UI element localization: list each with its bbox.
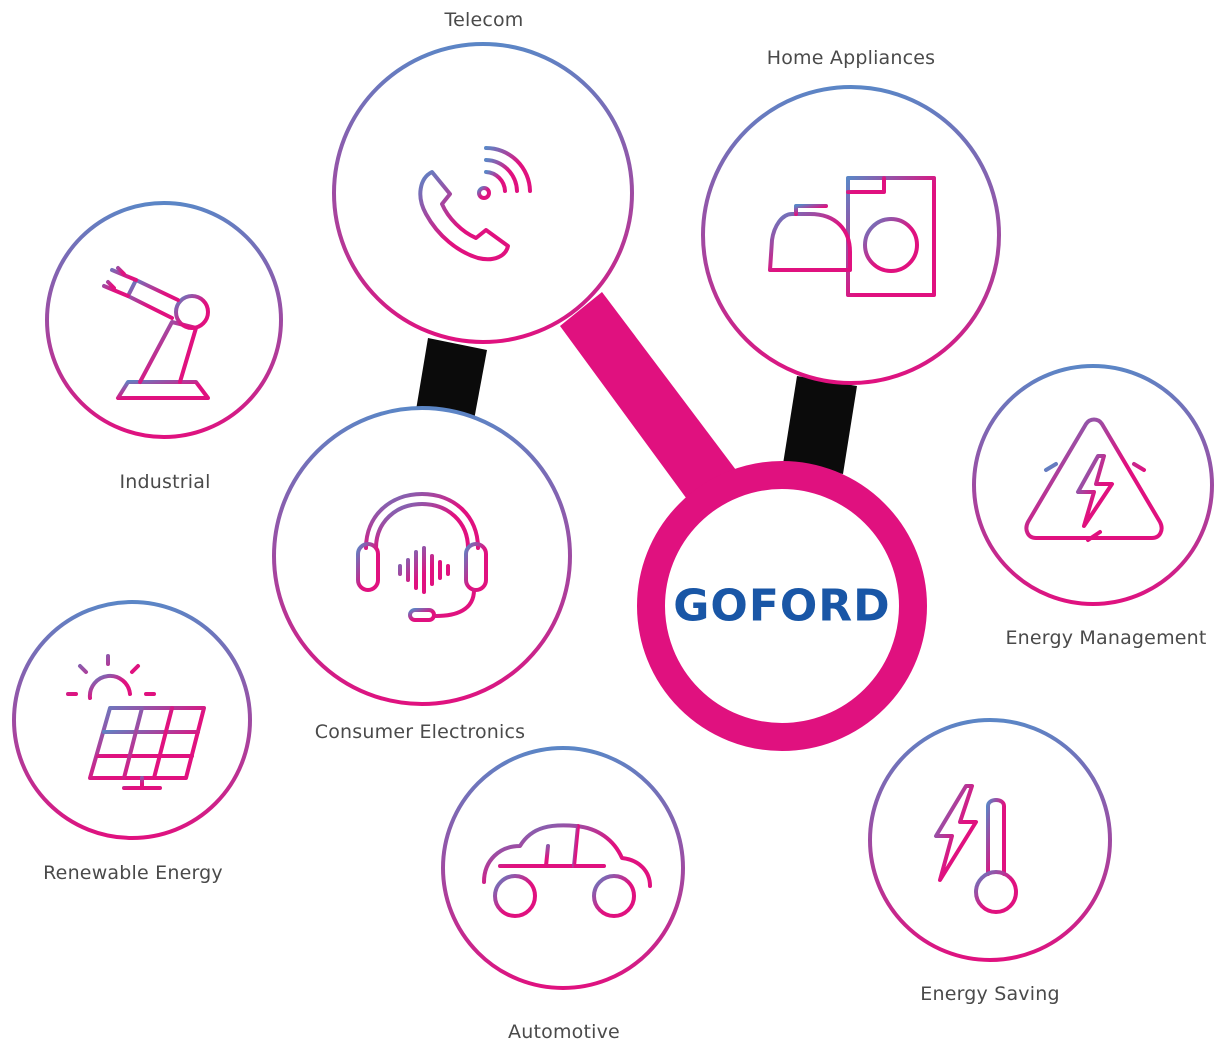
label-energy-saving: Energy Saving bbox=[920, 983, 1060, 1005]
label-telecom: Telecom bbox=[444, 9, 524, 31]
label-energy-management: Energy Management bbox=[1005, 627, 1207, 649]
solar-panel-icon bbox=[66, 654, 206, 790]
label-automotive: Automotive bbox=[508, 1021, 620, 1043]
node-renewable-energy bbox=[12, 600, 252, 840]
iron-washer-icon bbox=[768, 176, 936, 297]
node-telecom bbox=[332, 42, 634, 344]
goford-hub bbox=[637, 461, 927, 751]
node-energy-saving bbox=[868, 718, 1112, 962]
ring-home-appliances bbox=[701, 85, 1001, 385]
node-automotive bbox=[441, 746, 685, 990]
robot-arm-icon bbox=[102, 266, 210, 400]
goford-logo: GOFORD bbox=[673, 580, 891, 632]
phone-signal-icon bbox=[418, 146, 532, 262]
node-consumer-electronics bbox=[272, 406, 572, 706]
node-industrial bbox=[45, 201, 283, 439]
connector-telecom-goford bbox=[560, 292, 736, 506]
label-industrial: Industrial bbox=[119, 471, 211, 493]
recycle-bolt-icon bbox=[1024, 417, 1164, 542]
connector-telecom-consumer bbox=[416, 338, 487, 420]
label-consumer-electronics: Consumer Electronics bbox=[314, 721, 526, 743]
car-icon bbox=[482, 823, 652, 918]
ring-renewable-energy bbox=[12, 600, 252, 840]
label-renewable-energy: Renewable Energy bbox=[43, 862, 223, 884]
thermometer-bolt-icon bbox=[934, 784, 1030, 914]
headset-icon bbox=[356, 492, 488, 622]
node-energy-management bbox=[972, 364, 1214, 606]
node-home-appliances bbox=[701, 85, 1001, 385]
connector-home-goford bbox=[783, 376, 857, 474]
label-home-appliances: Home Appliances bbox=[766, 47, 936, 69]
ring-telecom bbox=[332, 42, 634, 344]
ring-energy-management bbox=[972, 364, 1214, 606]
ring-industrial bbox=[45, 201, 283, 439]
